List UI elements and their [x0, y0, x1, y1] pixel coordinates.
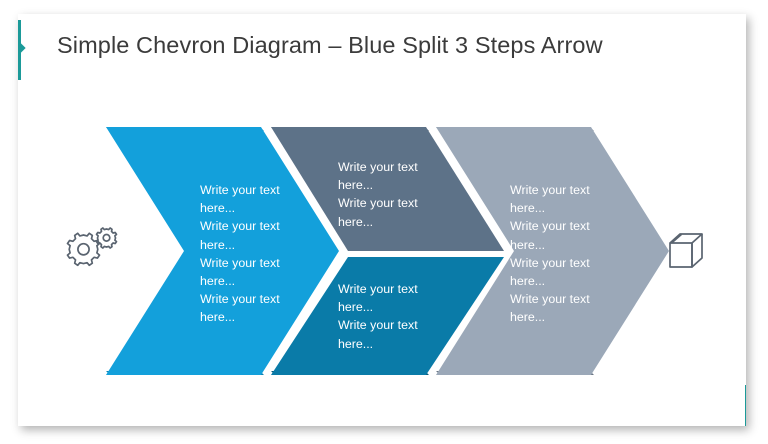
chevron-shapes	[106, 127, 669, 375]
chevron-step-2-top[interactable]	[271, 127, 504, 251]
accent-bar-right	[745, 385, 746, 426]
chevron-diagram: Write your text here... Write your text …	[18, 14, 746, 426]
slide-card: Simple Chevron Diagram – Blue Split 3 St…	[18, 14, 746, 426]
chevron-step-1-body	[106, 127, 339, 375]
chevron-step-3-text: Write your text here... Write your text …	[510, 183, 590, 325]
gears-icon	[62, 226, 120, 281]
chevron-step-1[interactable]	[106, 127, 339, 375]
chevron-step-2-top-body	[271, 127, 504, 251]
chevron-step-2-bottom-body	[271, 257, 504, 375]
chevron-step-1-text: Write your text here... Write your text …	[200, 183, 280, 325]
chevron-step-3-body	[436, 127, 669, 375]
page-title: Simple Chevron Diagram – Blue Split 3 St…	[57, 32, 603, 58]
chevron-step-3[interactable]	[436, 127, 669, 375]
chevron-step-2-bottom-text: Write your text here... Write your text …	[338, 282, 418, 351]
box-icon	[666, 231, 708, 278]
chevron-step-2-top-text: Write your text here... Write your text …	[338, 160, 418, 229]
chevron-step-2-bottom[interactable]	[271, 257, 504, 375]
